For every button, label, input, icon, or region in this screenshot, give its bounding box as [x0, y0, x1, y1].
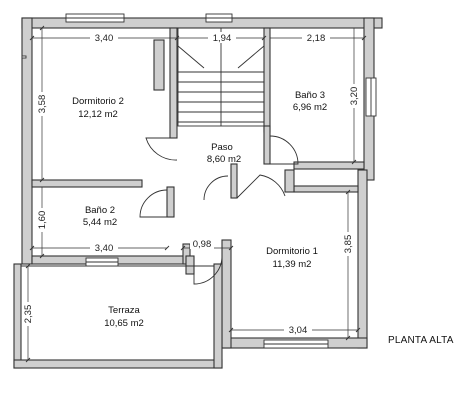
- door-terraza: [193, 255, 223, 285]
- interior-walls: [31, 27, 365, 275]
- dim-dormitorio1-width: 3,04: [289, 325, 308, 336]
- door-hall-left: [203, 175, 229, 201]
- dim-top-left: 3,40: [95, 33, 114, 44]
- dim-left-bano2: 1,60: [37, 211, 48, 230]
- room-name-bano3: Baño 3: [295, 90, 325, 101]
- terraza-outline: [13, 263, 223, 369]
- door-bano2: [139, 189, 168, 218]
- room-area-terraza: 10,65 m2: [104, 318, 144, 329]
- room-area-dormitorio2: 12,12 m2: [78, 109, 118, 120]
- doors: [139, 135, 299, 285]
- room-labels: Dormitorio 2 12,12 m2 Baño 3 6,96 m2 Pas…: [72, 90, 327, 329]
- room-name-dormitorio2: Dormitorio 2: [72, 96, 124, 107]
- dim-left-dormitorio2: 3,58: [37, 95, 48, 114]
- windows: [21, 13, 377, 349]
- dimension-labels: 3,40 1,94 2,18 3,58 3,20 1,60 3,40 0,98 …: [22, 32, 360, 336]
- room-area-bano3: 6,96 m2: [293, 102, 327, 113]
- dim-left-terraza: 2,35: [23, 305, 34, 324]
- dim-right-bano3: 3,20: [349, 87, 360, 106]
- plan-title: PLANTA ALTA: [388, 335, 454, 346]
- dimension-lines: [25, 25, 367, 363]
- room-area-dormitorio1: 11,39 m2: [273, 259, 312, 270]
- room-area-bano2: 5,44 m2: [83, 217, 117, 228]
- room-name-dormitorio1: Dormitorio 1: [266, 246, 318, 257]
- dim-hall-width: 0,98: [193, 239, 212, 250]
- dim-top-right: 2,18: [307, 33, 326, 44]
- door-bano3: [269, 135, 299, 165]
- window-left-dorm2: [21, 55, 27, 59]
- room-name-terraza: Terraza: [108, 305, 140, 316]
- room-name-bano2: Baño 2: [85, 205, 115, 216]
- dim-top-stair: 1,94: [213, 33, 232, 44]
- dim-right-dormitorio1: 3,85: [343, 235, 354, 254]
- door-dormitorio2: [145, 137, 178, 161]
- room-name-paso: Paso: [211, 142, 233, 153]
- staircase: [177, 27, 265, 127]
- room-area-paso: 8,60 m2: [207, 154, 241, 165]
- dim-bano2-width: 3,40: [95, 243, 114, 254]
- door-dormitorio1: [236, 174, 286, 199]
